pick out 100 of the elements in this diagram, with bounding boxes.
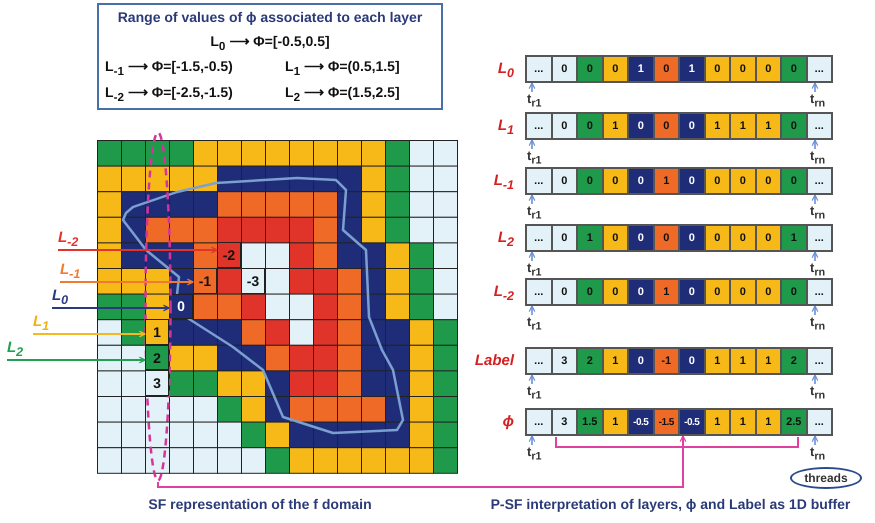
- arrow: [52, 304, 170, 312]
- buffer-cell: ...: [806, 225, 832, 251]
- heading: Range of values of ϕ associated to each layer: [116, 9, 424, 25]
- arrow: [812, 305, 818, 315]
- arrow: [60, 278, 194, 286]
- arrow: [812, 374, 818, 384]
- buffer-cell: 0: [654, 113, 679, 139]
- buffer-cell: 0: [602, 56, 628, 82]
- buffer-cell: 0: [552, 168, 577, 194]
- buffer-cell: 0: [628, 348, 654, 374]
- thread-label: t$_{r1}$: [527, 445, 542, 464]
- buffer-cell: 0: [730, 168, 756, 194]
- row-label: ϕ: [502, 413, 514, 430]
- row-label: L$_{-1}$: [494, 172, 514, 192]
- buffer-cell: 0: [679, 113, 704, 139]
- value-cell: -1: [193, 268, 217, 294]
- buffer-cell: ...: [806, 113, 832, 139]
- buffer-cell: ...: [806, 279, 832, 305]
- buffer-cell: 1: [781, 225, 806, 251]
- buffer-cell: 0: [704, 279, 730, 305]
- row-label: L$_{0}$: [498, 60, 514, 80]
- buffer-cell: 0: [628, 113, 654, 139]
- buffer-cell: 1: [602, 348, 628, 374]
- buffer-cell: 2.5: [781, 409, 806, 435]
- buffer-cell: 1: [756, 348, 781, 374]
- arrow: [528, 251, 536, 261]
- row-label: L$_{2}$: [498, 229, 514, 249]
- buffer-cell: 0: [756, 225, 781, 251]
- buffer-cell: 0: [602, 225, 628, 251]
- thread-label: t$_{r1}$: [527, 149, 542, 168]
- buffer-cell: 0: [679, 168, 704, 194]
- buffer-cell: 0: [552, 113, 577, 139]
- buffer-cell: 0: [628, 225, 654, 251]
- layer-label: L$_{-1}$: [60, 261, 80, 281]
- buffer-cell: 1: [756, 113, 781, 139]
- buffer-cell: 0: [602, 279, 628, 305]
- layer-label: L$_{0}$: [52, 287, 68, 307]
- buffer-cell: 1: [679, 56, 704, 82]
- arrow: [812, 251, 818, 261]
- arrow: [157, 435, 686, 488]
- buffer-cell: 0: [781, 113, 806, 139]
- buffer-cell: 1: [654, 279, 679, 305]
- value-cell: 2: [145, 344, 169, 370]
- threads-ellipse: threads: [790, 467, 862, 489]
- thread-label: t$_{rn}$: [810, 261, 826, 280]
- buffer-cell: 1: [730, 113, 756, 139]
- buffer-cell: 0: [730, 56, 756, 82]
- value-cell: 1: [145, 319, 169, 345]
- buffer-cell: 1: [577, 225, 602, 251]
- buffer-cell: ...: [806, 56, 832, 82]
- row-label: L$_{1}$: [498, 117, 514, 137]
- buffer-cell: 2: [577, 348, 602, 374]
- arrow: [812, 435, 818, 445]
- value-cell: 3: [145, 370, 169, 396]
- buffer-cell: 1: [730, 409, 756, 435]
- buffer-cell: 2: [781, 348, 806, 374]
- buffer-cell: ...: [526, 56, 552, 82]
- buffer-cell: ...: [526, 113, 552, 139]
- arrow: [812, 139, 818, 149]
- buffer-cell: 0: [654, 56, 679, 82]
- arrow: [528, 139, 536, 149]
- buffer-cell: 1: [730, 348, 756, 374]
- thread-label: t$_{r1}$: [527, 384, 542, 403]
- buffer-cell: ...: [526, 225, 552, 251]
- arrow: [58, 246, 218, 254]
- range-formula: L$_{-2}$ ⟶ Φ=[-2.5,-1.5): [105, 84, 233, 104]
- thread-label: t$_{rn}$: [810, 315, 826, 334]
- range-formula: L$_{0}$ ⟶ Φ=[-0.5,0.5]: [209, 33, 331, 53]
- buffer-cell: -1: [654, 348, 679, 374]
- buffer-cell: 0: [628, 168, 654, 194]
- thread-label: t$_{rn}$: [810, 445, 826, 464]
- buffer-cell: 0: [756, 279, 781, 305]
- buffer-cell: 0: [577, 168, 602, 194]
- buffer-cell: 1: [704, 348, 730, 374]
- buffer-cell: -0.5: [628, 409, 654, 435]
- thread-label: t$_{rn}$: [810, 149, 826, 168]
- buffer-cell: 1: [704, 113, 730, 139]
- thread-label: t$_{r1}$: [527, 315, 542, 334]
- buffer-cell: -1.5: [654, 409, 679, 435]
- range-formula: L$_{1}$ ⟶ Φ=(0.5,1.5]: [285, 58, 400, 78]
- layer-label: L$_{-2}$: [58, 229, 78, 249]
- buffer-cell: 0: [552, 225, 577, 251]
- buffer-cell: 0: [781, 56, 806, 82]
- buffer-cell: 1: [602, 113, 628, 139]
- arrow: [528, 305, 536, 315]
- buffer-cell: -0.5: [679, 409, 704, 435]
- value-cell: -3: [241, 268, 265, 294]
- buffer-cell: 1: [756, 409, 781, 435]
- thread-label: t$_{r1}$: [527, 261, 542, 280]
- buffer-cell: ...: [526, 168, 552, 194]
- arrow: [528, 82, 536, 92]
- arrow: [528, 435, 536, 445]
- caption: P-SF interpretation of layers, ϕ and Label as 1D buffer: [490, 496, 852, 512]
- buffer-cell: 0: [552, 279, 577, 305]
- buffer-cell: 1: [628, 56, 654, 82]
- buffer-cell: 0: [704, 56, 730, 82]
- buffer-cell: 0: [679, 225, 704, 251]
- row-label: L$_{-2}$: [494, 283, 514, 303]
- info-box: [97, 3, 443, 110]
- thread-label: t$_{rn}$: [810, 204, 826, 223]
